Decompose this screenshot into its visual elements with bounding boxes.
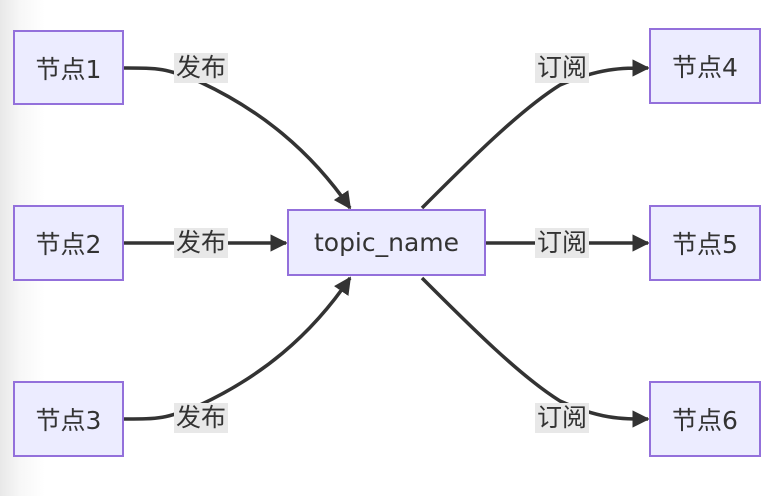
edge-label-publish-3: 发布 (174, 403, 229, 433)
node-label: 节点3 (35, 406, 102, 435)
node-6[interactable]: 节点6 (649, 381, 761, 457)
node-label: 节点4 (672, 53, 738, 82)
edge-label-publish-1: 发布 (174, 53, 229, 83)
edge-label-subscribe-6: 订阅 (535, 403, 590, 433)
node-5[interactable]: 节点5 (649, 205, 761, 281)
node-label: 节点2 (35, 230, 102, 259)
edge-label-subscribe-5: 订阅 (535, 228, 590, 258)
node-label: 节点6 (672, 406, 738, 435)
node-label: 节点1 (35, 54, 102, 84)
topic-node[interactable]: topic_name (287, 209, 486, 276)
edge-topic-n6 (420, 276, 650, 428)
node-4[interactable]: 节点4 (649, 28, 761, 104)
node-3[interactable]: 节点3 (13, 381, 124, 457)
node-2[interactable]: 节点2 (13, 205, 124, 281)
node-label: 节点5 (672, 230, 738, 259)
edge-topic-n4 (420, 59, 650, 210)
edge-label-subscribe-4: 订阅 (535, 53, 590, 83)
edge-label-publish-2: 发布 (174, 228, 229, 258)
node-1[interactable]: 节点1 (13, 30, 124, 105)
edge-n1-topic (123, 66, 352, 210)
edge-n3-topic (123, 276, 352, 421)
node-label: topic_name (313, 228, 460, 257)
